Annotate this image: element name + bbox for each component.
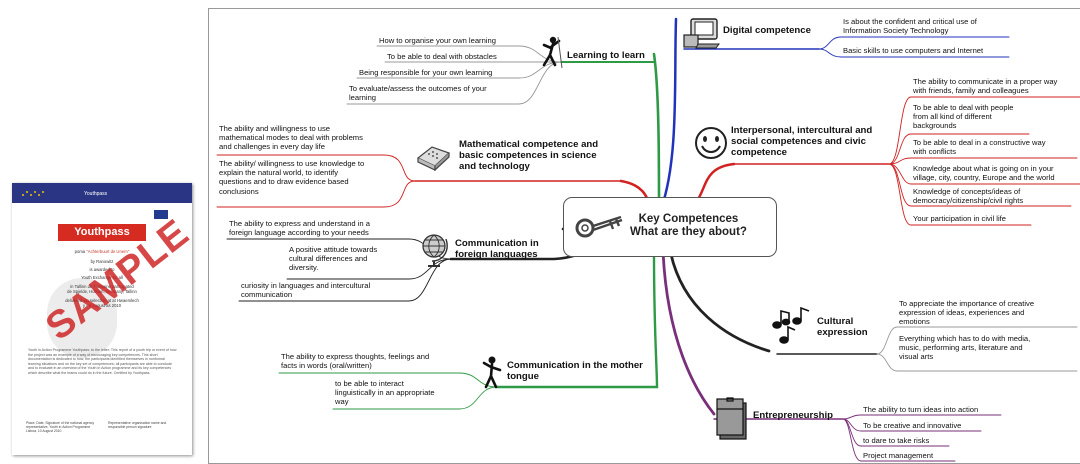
- certificate-line-3: Youth Exchange for all: [81, 275, 123, 280]
- learning-item-1: How to organise your own learning: [379, 36, 496, 45]
- calculator-icon: [416, 146, 451, 171]
- certificate-line-2: is awarded to: [89, 267, 115, 272]
- trunk-digital: [659, 17, 678, 211]
- entrepreneurship-item-1: The ability to turn ideas into action: [863, 405, 979, 414]
- key-competences-mindmap: Key Competences What are they about? Lea…: [208, 8, 1080, 464]
- entrepreneurship-item-2: To be creative and innovative: [863, 421, 962, 430]
- certificate-location-2: de Spjelde, Hulsten, Germany, Tallinn: [67, 289, 137, 294]
- certificate-line-1: by Ranowitz: [90, 259, 114, 264]
- certificate-signature-right: Representative organisation name and res…: [108, 421, 167, 430]
- branch-digital-competence: Digital competence: [723, 25, 811, 36]
- digital-item-2: Basic skills to use computers and Intern…: [843, 46, 984, 55]
- central-topic: Key Competences What are they about?: [563, 197, 777, 257]
- certificate-dates-1: delivered via selection at at Hwaemlech: [65, 298, 139, 303]
- trunk-cultural: [667, 242, 771, 353]
- eu-stars-icon: [22, 191, 44, 196]
- certificate-dates-2: y - 9 August as 2010: [82, 303, 122, 308]
- foreign-item-1: The ability to express and understand in…: [229, 219, 370, 238]
- learning-item-2: To be able to deal with obstacles: [387, 52, 497, 61]
- certificate-signature-left: Place, Date, Signature of the national a…: [26, 421, 95, 434]
- branch-learning-to-learn: Learning to learn: [567, 50, 645, 61]
- globe-icon: [422, 234, 448, 267]
- youthpass-logo: Youthpass: [58, 224, 146, 241]
- certificate-band-label: Youthpass: [84, 191, 108, 197]
- watermark-figure: [47, 278, 117, 358]
- certificate-header-band: Youthpass: [12, 183, 192, 203]
- certificate-body-text: Youth in Action Programme Youthpass: to …: [28, 348, 177, 375]
- trunk-entrepreneurship: [661, 249, 716, 416]
- certificate-project-line: poma "Achterbuurt de Unern": [74, 249, 130, 254]
- certificate-location-1: in Tallinn de Tremaine participated: [70, 284, 134, 289]
- entrepreneurship-item-4: Project management: [863, 451, 934, 460]
- cultural-item-2: Everything which has to do with media,mu…: [899, 334, 1031, 362]
- mother-item-1: The ability to express thoughts, feeling…: [281, 352, 430, 371]
- foreign-item-3: curiosity in languages and intercultural…: [241, 281, 371, 300]
- music-notes-icon: [772, 306, 810, 344]
- central-topic-title: Key Competences What are they about?: [630, 213, 747, 238]
- trunk-mother: [495, 253, 659, 389]
- speaker-figure-icon: [482, 356, 502, 389]
- climber-icon: [542, 36, 563, 69]
- briefcase-icon: [716, 397, 747, 440]
- cultural-item-1: To appreciate the importance of creative…: [899, 299, 1035, 327]
- eu-flag-icon: [154, 210, 168, 219]
- social-item-4: Knowledge about what is going on in your…: [913, 164, 1055, 183]
- computer-icon: [683, 18, 720, 49]
- social-item-6: Your participation in civil life: [913, 214, 1007, 223]
- digital-item-1: Is about the confident and critical use …: [843, 17, 977, 36]
- social-item-1: The ability to communicate in a proper w…: [913, 77, 1058, 96]
- trunk-learning: [652, 52, 661, 211]
- branch-entrepreneurship: Entrepreneurship: [753, 410, 833, 421]
- entrepreneurship-item-3: to dare to take risks: [863, 436, 930, 445]
- social-item-3: To be able to deal in a constructive way…: [913, 138, 1046, 157]
- smiley-icon: [695, 127, 727, 159]
- key-icon: [575, 215, 623, 238]
- math-item-2: The ability/ willingness to use knowledg…: [219, 159, 365, 196]
- learning-item-3: Being responsible for your own learning: [359, 68, 493, 77]
- youthpass-certificate-thumbnail: Youthpass Youthpass poma "Achterbuurt de…: [12, 183, 192, 455]
